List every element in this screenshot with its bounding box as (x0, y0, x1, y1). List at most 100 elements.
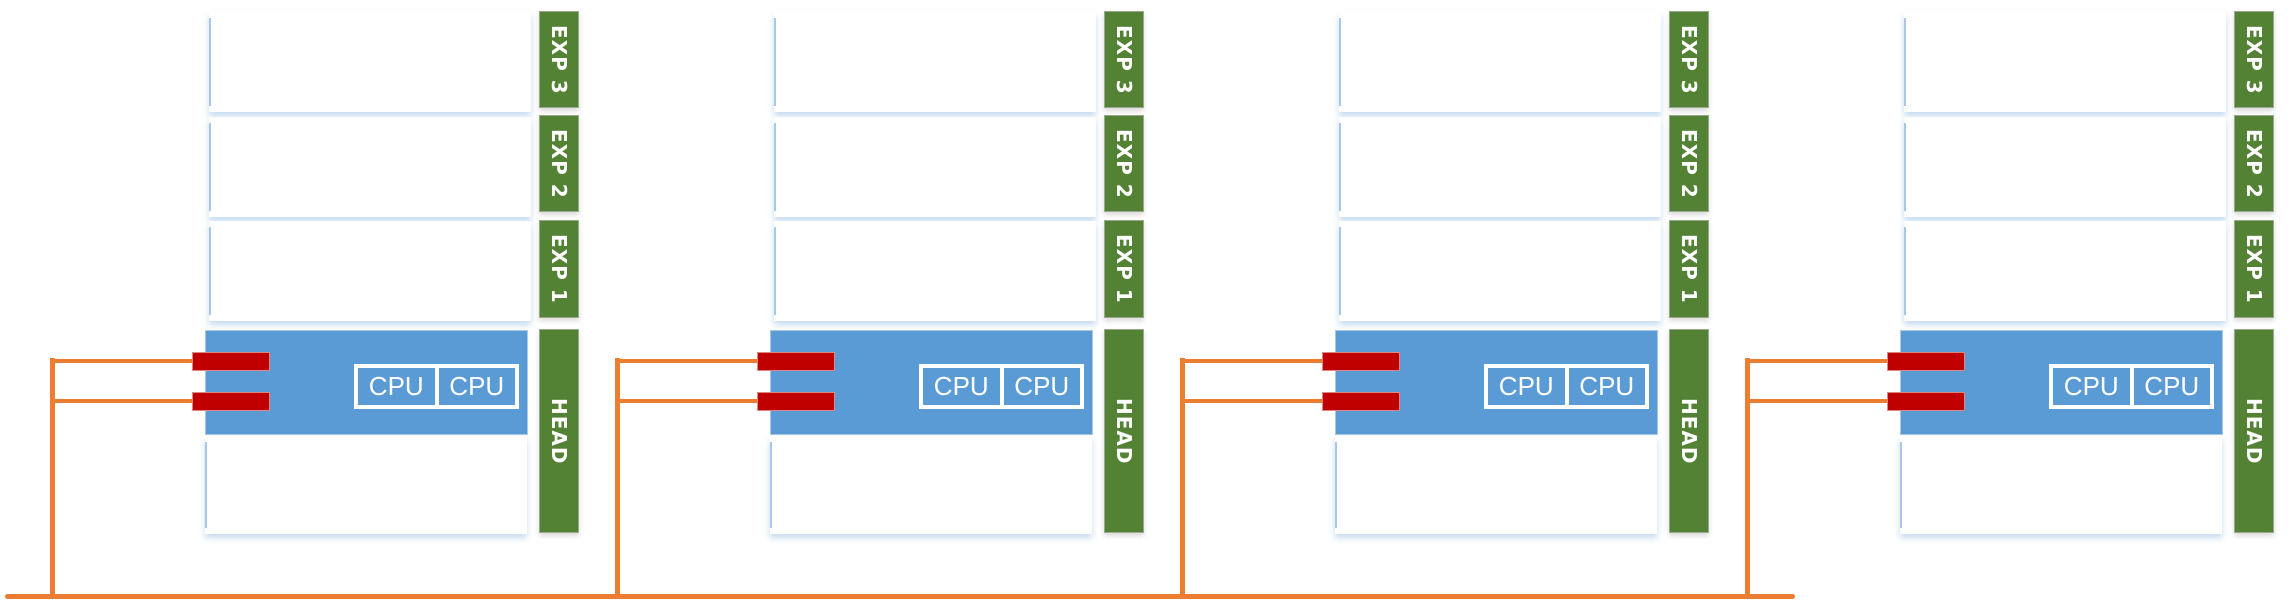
network-link (50, 359, 192, 363)
network-drop-line (615, 358, 620, 598)
expansion-tray (209, 221, 531, 321)
expansion-label: EXP 2 (1104, 115, 1144, 212)
drive-bay (1904, 18, 1906, 106)
drive-bay (770, 442, 772, 528)
cpu-label: CPU (2129, 368, 2211, 405)
expansion-label: EXP 2 (1669, 115, 1709, 212)
cpu-label: CPU (2063, 371, 2119, 401)
network-drop-line (1745, 358, 1750, 598)
expansion-label-text: EXP 2 (1112, 128, 1136, 199)
storage-unit: EXP 3 EXP 2 EXP 1 CPU CPU HEAD (1130, 0, 1730, 598)
drive-bay (774, 227, 776, 315)
network-port (192, 352, 270, 371)
head-drive-tray (1900, 436, 2222, 534)
expansion-label: EXP 3 (1104, 11, 1144, 108)
expansion-label-text: EXP 1 (1677, 234, 1701, 304)
head-label: HEAD (1669, 329, 1709, 533)
expansion-tray (209, 12, 531, 112)
drive-bay (774, 123, 776, 211)
head-label: HEAD (539, 329, 579, 533)
drive-bay (1339, 18, 1341, 106)
expansion-tray (1904, 221, 2226, 321)
head-drive-tray (770, 436, 1092, 534)
head-label-text: HEAD (2242, 397, 2266, 465)
expansion-label: EXP 3 (2234, 11, 2274, 108)
drive-bay (1904, 227, 1906, 315)
network-link (50, 399, 192, 403)
expansion-tray (1904, 12, 2226, 112)
expansion-label-text: EXP 3 (2242, 24, 2266, 95)
expansion-label: EXP 2 (539, 115, 579, 212)
head-controller: CPU CPU (1335, 330, 1658, 435)
expansion-label: EXP 3 (539, 11, 579, 108)
expansion-label-text: EXP 2 (547, 128, 571, 199)
cpu-label: CPU (368, 371, 424, 401)
network-drop-line (50, 358, 55, 598)
cpu-label: CPU (933, 371, 989, 401)
network-link (1180, 399, 1322, 403)
cpu-group: CPU CPU (354, 364, 519, 409)
cpu-label: CPU (434, 368, 516, 405)
expansion-tray (1339, 117, 1661, 217)
expansion-tray (774, 12, 1096, 112)
expansion-label-text: EXP 3 (1677, 24, 1701, 95)
network-link (615, 359, 757, 363)
network-port (757, 392, 835, 411)
head-label: HEAD (2234, 329, 2274, 533)
head-label-text: HEAD (1677, 397, 1701, 465)
expansion-tray (209, 117, 531, 217)
head-drive-tray (1335, 436, 1657, 534)
head-label-text: HEAD (547, 397, 571, 465)
expansion-label: EXP 2 (2234, 115, 2274, 212)
head-label: HEAD (1104, 329, 1144, 533)
drive-bay (209, 123, 211, 211)
network-port (757, 352, 835, 371)
drive-bay (1900, 442, 1902, 528)
drive-bay (205, 442, 207, 528)
expansion-label-text: EXP 2 (1677, 128, 1701, 199)
expansion-label: EXP 3 (1669, 11, 1709, 108)
drive-bay (209, 227, 211, 315)
network-port (192, 392, 270, 411)
network-link (615, 399, 757, 403)
expansion-label-text: EXP 1 (2242, 234, 2266, 304)
drive-bay (1335, 442, 1337, 528)
expansion-label: EXP 1 (1104, 220, 1144, 318)
storage-unit: EXP 3 EXP 2 EXP 1 CPU CPU HEAD (0, 0, 600, 598)
expansion-label: EXP 1 (539, 220, 579, 318)
network-port (1322, 352, 1400, 371)
cpu-group: CPU CPU (1484, 364, 1649, 409)
expansion-tray (1339, 12, 1661, 112)
network-drop-line (1180, 358, 1185, 598)
cpu-label: CPU (1498, 371, 1554, 401)
drive-bay (1339, 227, 1341, 315)
network-port (1887, 352, 1965, 371)
network-bus (5, 594, 1795, 599)
drive-bay (774, 18, 776, 106)
drive-bay (1339, 123, 1341, 211)
network-port (1887, 392, 1965, 411)
expansion-label: EXP 1 (1669, 220, 1709, 318)
network-link (1745, 399, 1887, 403)
expansion-label-text: EXP 1 (547, 234, 571, 304)
head-label-text: HEAD (1112, 397, 1136, 465)
network-link (1745, 359, 1887, 363)
storage-unit: EXP 3 EXP 2 EXP 1 CPU CPU HEAD (1695, 0, 2290, 598)
head-controller: CPU CPU (205, 330, 528, 435)
expansion-tray (774, 221, 1096, 321)
expansion-label-text: EXP 2 (2242, 128, 2266, 199)
drive-bay (209, 18, 211, 106)
cpu-group: CPU CPU (2049, 364, 2214, 409)
network-port (1322, 392, 1400, 411)
expansion-label: EXP 1 (2234, 220, 2274, 318)
head-controller: CPU CPU (1900, 330, 2223, 435)
expansion-label-text: EXP 1 (1112, 234, 1136, 304)
head-drive-tray (205, 436, 527, 534)
expansion-tray (1339, 221, 1661, 321)
expansion-tray (1904, 117, 2226, 217)
cpu-label: CPU (1564, 368, 1646, 405)
expansion-label-text: EXP 3 (547, 24, 571, 95)
